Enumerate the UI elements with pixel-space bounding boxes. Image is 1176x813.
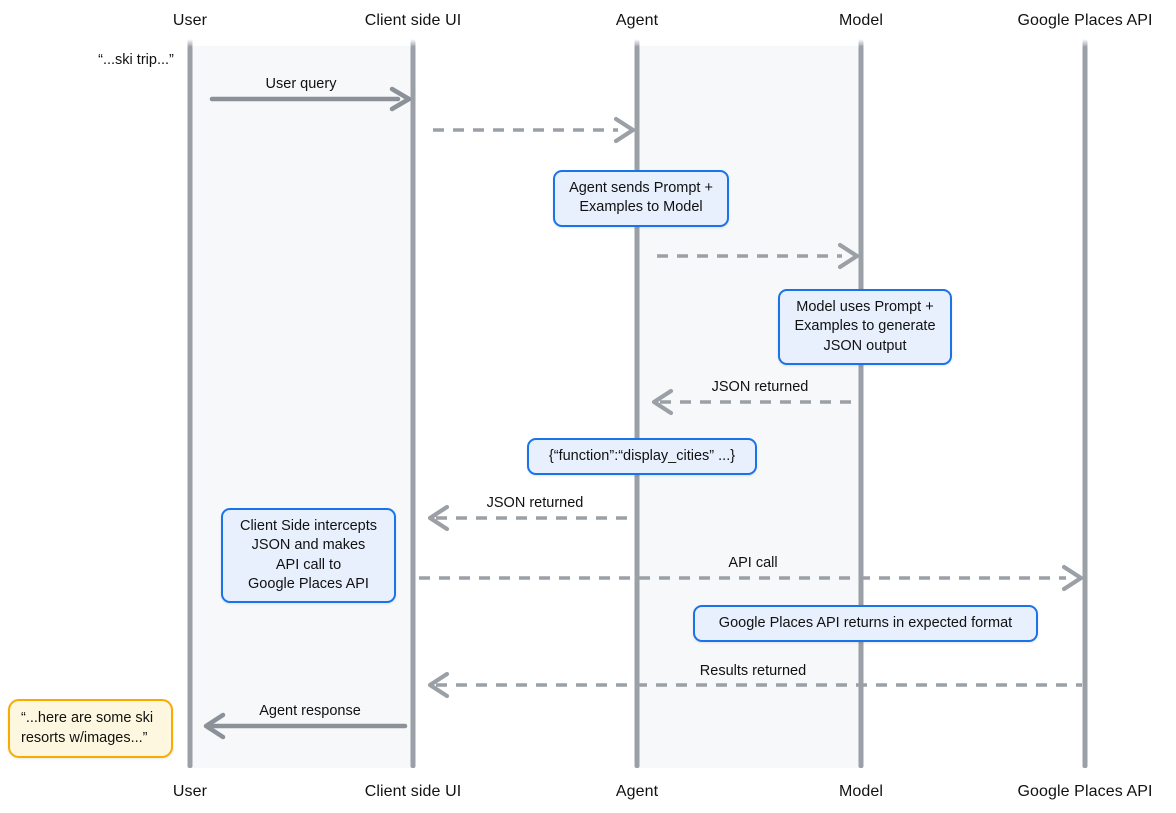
message-label-user-query: User query [265,76,337,92]
lifeline-agent [634,39,640,768]
activation-band-agent-model [637,46,861,768]
lifeline-places [1082,39,1088,768]
arrow-agent-json-returned [427,504,634,532]
arrow-agent-to-model [657,242,860,270]
lifeline-footer-model: Model [838,783,884,800]
arrow-user-query [209,86,412,112]
lifeline-client [410,39,416,768]
arrow-client-to-agent [433,116,636,144]
message-label-api-call: API call [728,555,778,571]
arrow-results-returned [427,671,1082,699]
note-client-intercepts-json: Client Side intercepts JSON and makes AP… [221,508,396,604]
lifeline-footer-places: Google Places API [1017,783,1153,800]
activation-band-user-client [190,46,413,768]
note-model-generates-json: Model uses Prompt + Examples to generate… [778,289,952,365]
lifeline-footer-agent: Agent [615,783,659,800]
message-label-json-returned-agent: JSON returned [486,495,584,511]
lifeline-header-user: User [172,12,208,29]
message-label-results-returned: Results returned [699,663,807,679]
note-json-function-display-cities: {“function”:“display_cities” ...} [527,438,757,476]
arrow-agent-response [203,712,408,740]
lifeline-header-places: Google Places API [1017,12,1153,29]
lifeline-footer-client: Client side UI [364,783,462,800]
arrow-model-json-returned [651,388,858,416]
lifeline-header-agent: Agent [615,12,659,29]
user-response-bubble: “...here are some ski resorts w/images..… [8,699,173,759]
message-label-agent-response: Agent response [259,703,361,719]
arrow-api-call [419,564,1084,592]
user-request-quote: “...ski trip...” [98,52,174,68]
note-google-places-returns-format: Google Places API returns in expected fo… [693,605,1038,643]
lifeline-footer-user: User [172,783,208,800]
lifeline-header-client: Client side UI [364,12,462,29]
lifeline-header-model: Model [838,12,884,29]
lifeline-user [187,39,193,768]
note-agent-sends-prompt: Agent sends Prompt + Examples to Model [553,170,729,227]
lifeline-model [858,39,864,768]
message-label-json-returned-model: JSON returned [711,379,809,395]
